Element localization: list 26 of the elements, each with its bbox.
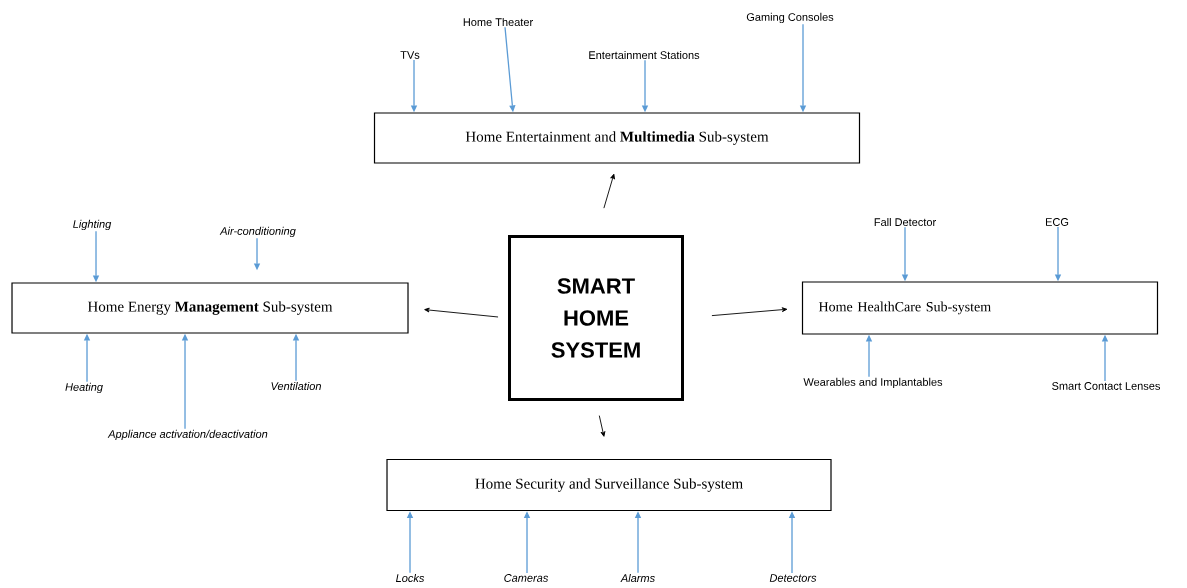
- system-box: SMART HOME SYSTEM: [508, 235, 684, 401]
- subsystem-box: Home HealthCare Sub-system: [801, 281, 1159, 335]
- subsystem-box: Home Security and Surveillance Sub-system: [386, 458, 832, 512]
- item-label: TVs: [400, 51, 420, 59]
- item-label: Entertainment Stations: [589, 50, 700, 60]
- arrow: [711, 307, 788, 317]
- item-label: Gaming Consoles: [746, 12, 834, 24]
- item-label: Detectors: [769, 574, 817, 582]
- arrow: [424, 307, 499, 318]
- item-label: Alarms: [620, 573, 655, 583]
- item-label: Wearables and Implantables: [803, 377, 943, 389]
- item-label: Cameras: [504, 574, 549, 582]
- arrow: [598, 415, 606, 437]
- subsystem-box: Home Energy Management Sub-system: [11, 282, 409, 334]
- arrow: [603, 173, 615, 209]
- item-label: Air-conditioning: [219, 226, 296, 238]
- item-label: Heating: [65, 382, 103, 394]
- item-label: Smart Contact Lenses: [1052, 382, 1160, 390]
- item-label: Locks: [396, 573, 425, 583]
- item-label: Fall Detector: [874, 217, 936, 227]
- item-label: Lighting: [73, 219, 112, 231]
- subsystem-box: Home Entertainment and Multimedia Sub-system: [373, 112, 861, 164]
- item-label: Home Theater: [463, 17, 533, 27]
- item-label: Ventilation: [271, 381, 321, 391]
- item-label: ECG: [1046, 218, 1069, 226]
- item-label: Appliance activation/deactivation: [107, 429, 268, 441]
